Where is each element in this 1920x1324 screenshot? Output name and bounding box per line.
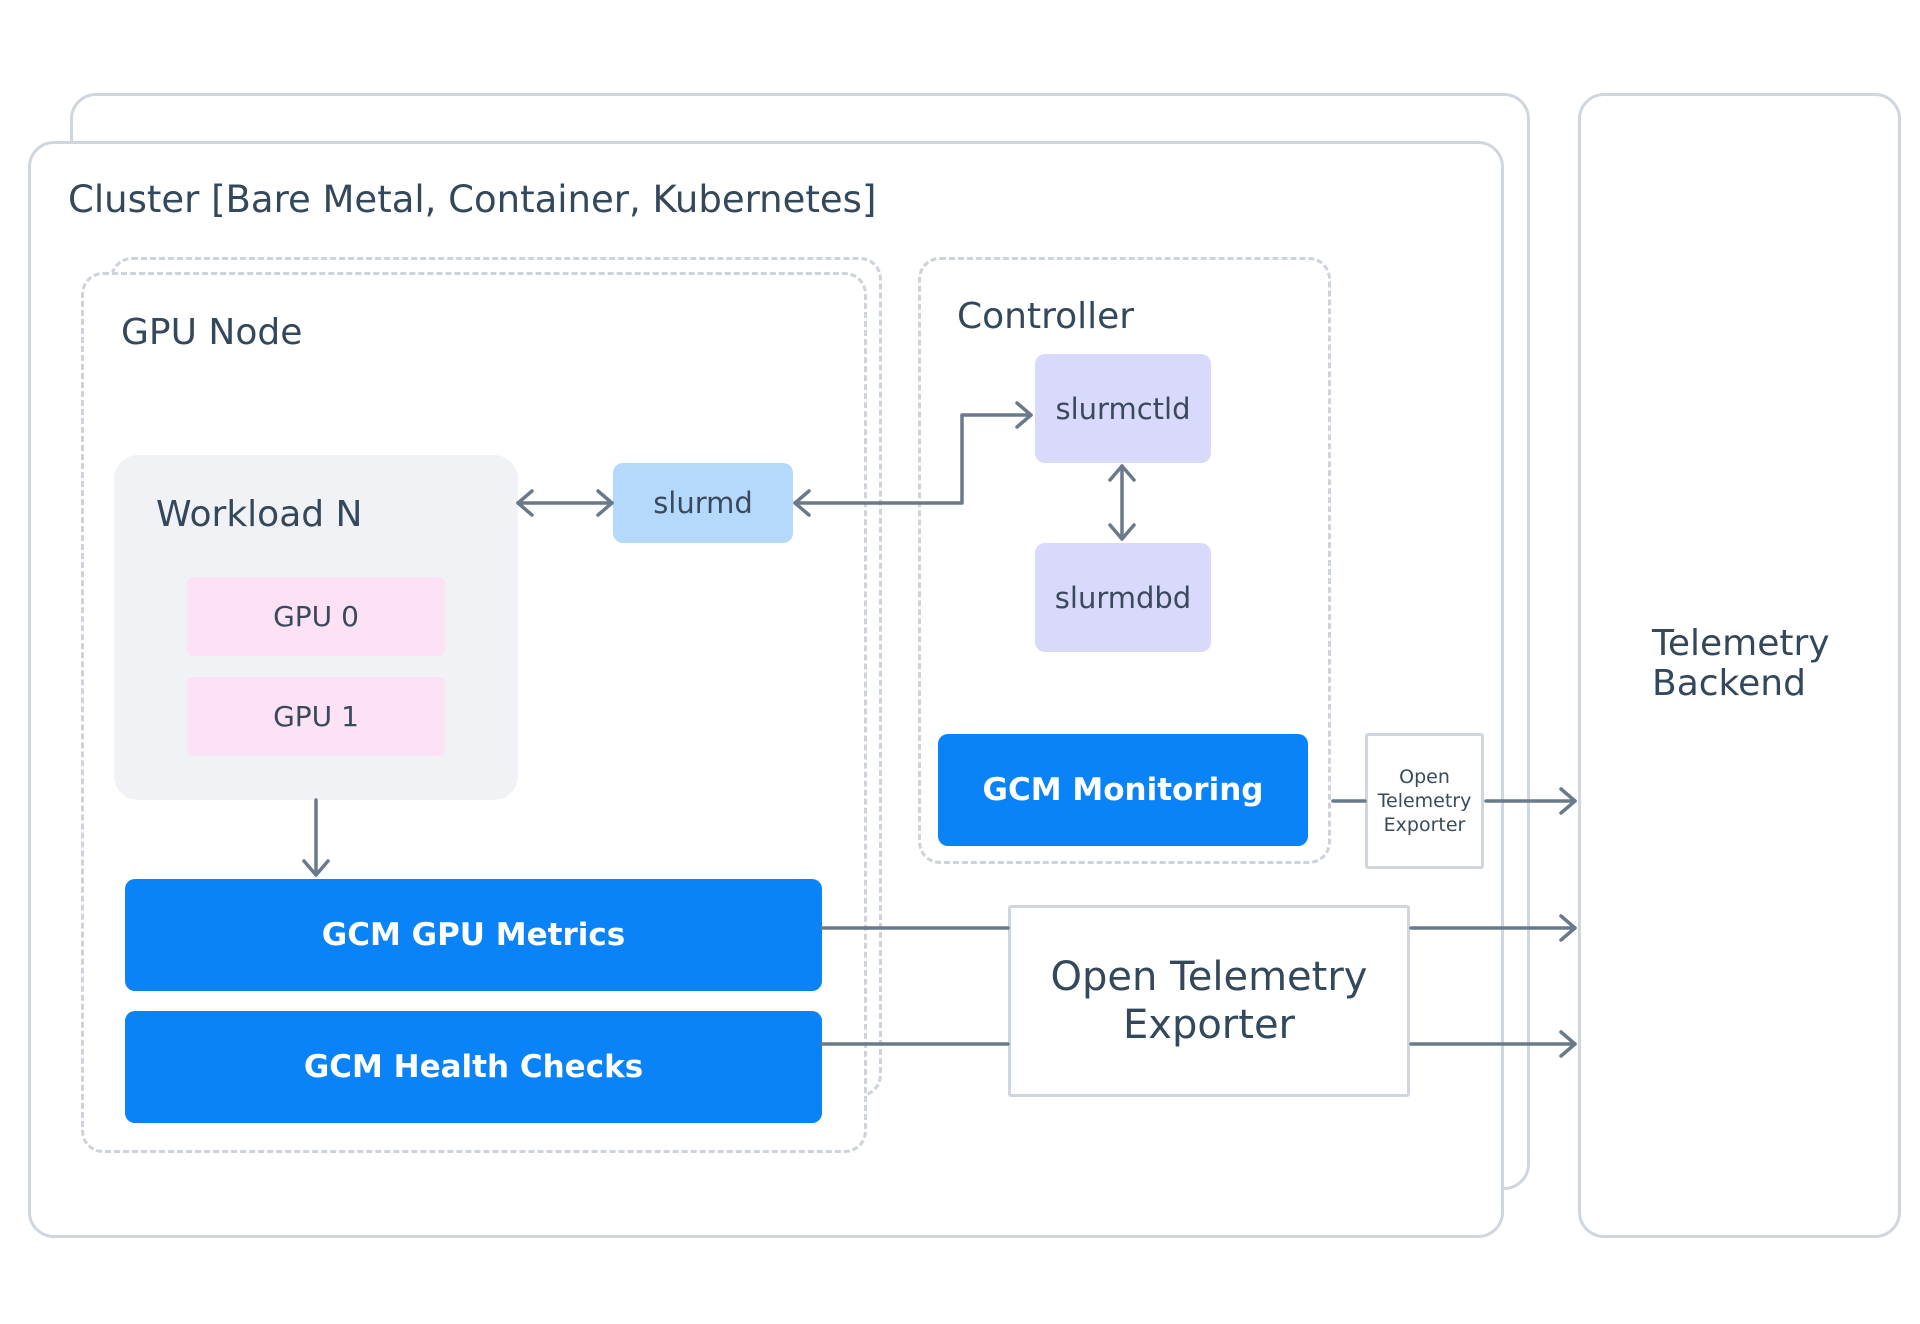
large-otel-exporter-line-1: Open Telemetry bbox=[1050, 954, 1368, 1000]
small-otel-exporter-line-3: Exporter bbox=[1383, 814, 1466, 836]
gcm-health-checks-box: GCM Health Checks bbox=[125, 1011, 822, 1123]
telemetry-backend-label: Telemetry Backend bbox=[1652, 624, 1830, 704]
slurmdbd-box: slurmdbd bbox=[1035, 543, 1211, 652]
slurmd-arrowhead bbox=[793, 489, 811, 517]
slurmdbd-down-arrowhead bbox=[1108, 523, 1136, 541]
small-otel-exporter-box: Open Telemetry Exporter bbox=[1365, 733, 1484, 869]
gpu-node-title: GPU Node bbox=[121, 312, 303, 353]
telemetry-backend-line-2: Backend bbox=[1652, 663, 1806, 704]
cluster-title: Cluster [Bare Metal, Container, Kubernet… bbox=[68, 178, 877, 221]
large-otel-exporter-box: Open Telemetry Exporter bbox=[1008, 905, 1410, 1097]
small-otel-exporter-line-1: Open bbox=[1399, 766, 1450, 788]
gcm-gpu-metrics-box: GCM GPU Metrics bbox=[125, 879, 822, 991]
slurmd-side-arrowhead bbox=[596, 489, 614, 517]
slurmctld-up-arrowhead bbox=[1108, 464, 1136, 482]
gpu-0-box: GPU 0 bbox=[187, 577, 445, 656]
slurmctld-arrowhead bbox=[1015, 401, 1033, 429]
telemetry-backend-line-1: Telemetry bbox=[1652, 623, 1830, 664]
slurmctld-box: slurmctld bbox=[1035, 354, 1211, 463]
gpu-1-box: GPU 1 bbox=[187, 677, 445, 756]
slurmd-box: slurmd bbox=[613, 463, 793, 543]
workload-n-title: Workload N bbox=[156, 494, 363, 535]
monitoring-backend-arrowhead bbox=[1559, 787, 1577, 815]
large-otel-exporter-line-2: Exporter bbox=[1123, 1002, 1295, 1048]
health-checks-backend-arrowhead bbox=[1559, 1030, 1577, 1058]
telemetry-backend-frame bbox=[1578, 93, 1901, 1238]
gpu-metrics-backend-arrowhead bbox=[1559, 914, 1577, 942]
gpu-metrics-arrowhead bbox=[302, 859, 330, 877]
controller-title: Controller bbox=[957, 296, 1135, 337]
workload-side-arrowhead bbox=[516, 489, 534, 517]
slurmd-slurmctld-connector bbox=[793, 413, 1033, 505]
small-otel-exporter-line-2: Telemetry bbox=[1377, 790, 1472, 812]
gcm-monitoring-box: GCM Monitoring bbox=[938, 734, 1308, 846]
